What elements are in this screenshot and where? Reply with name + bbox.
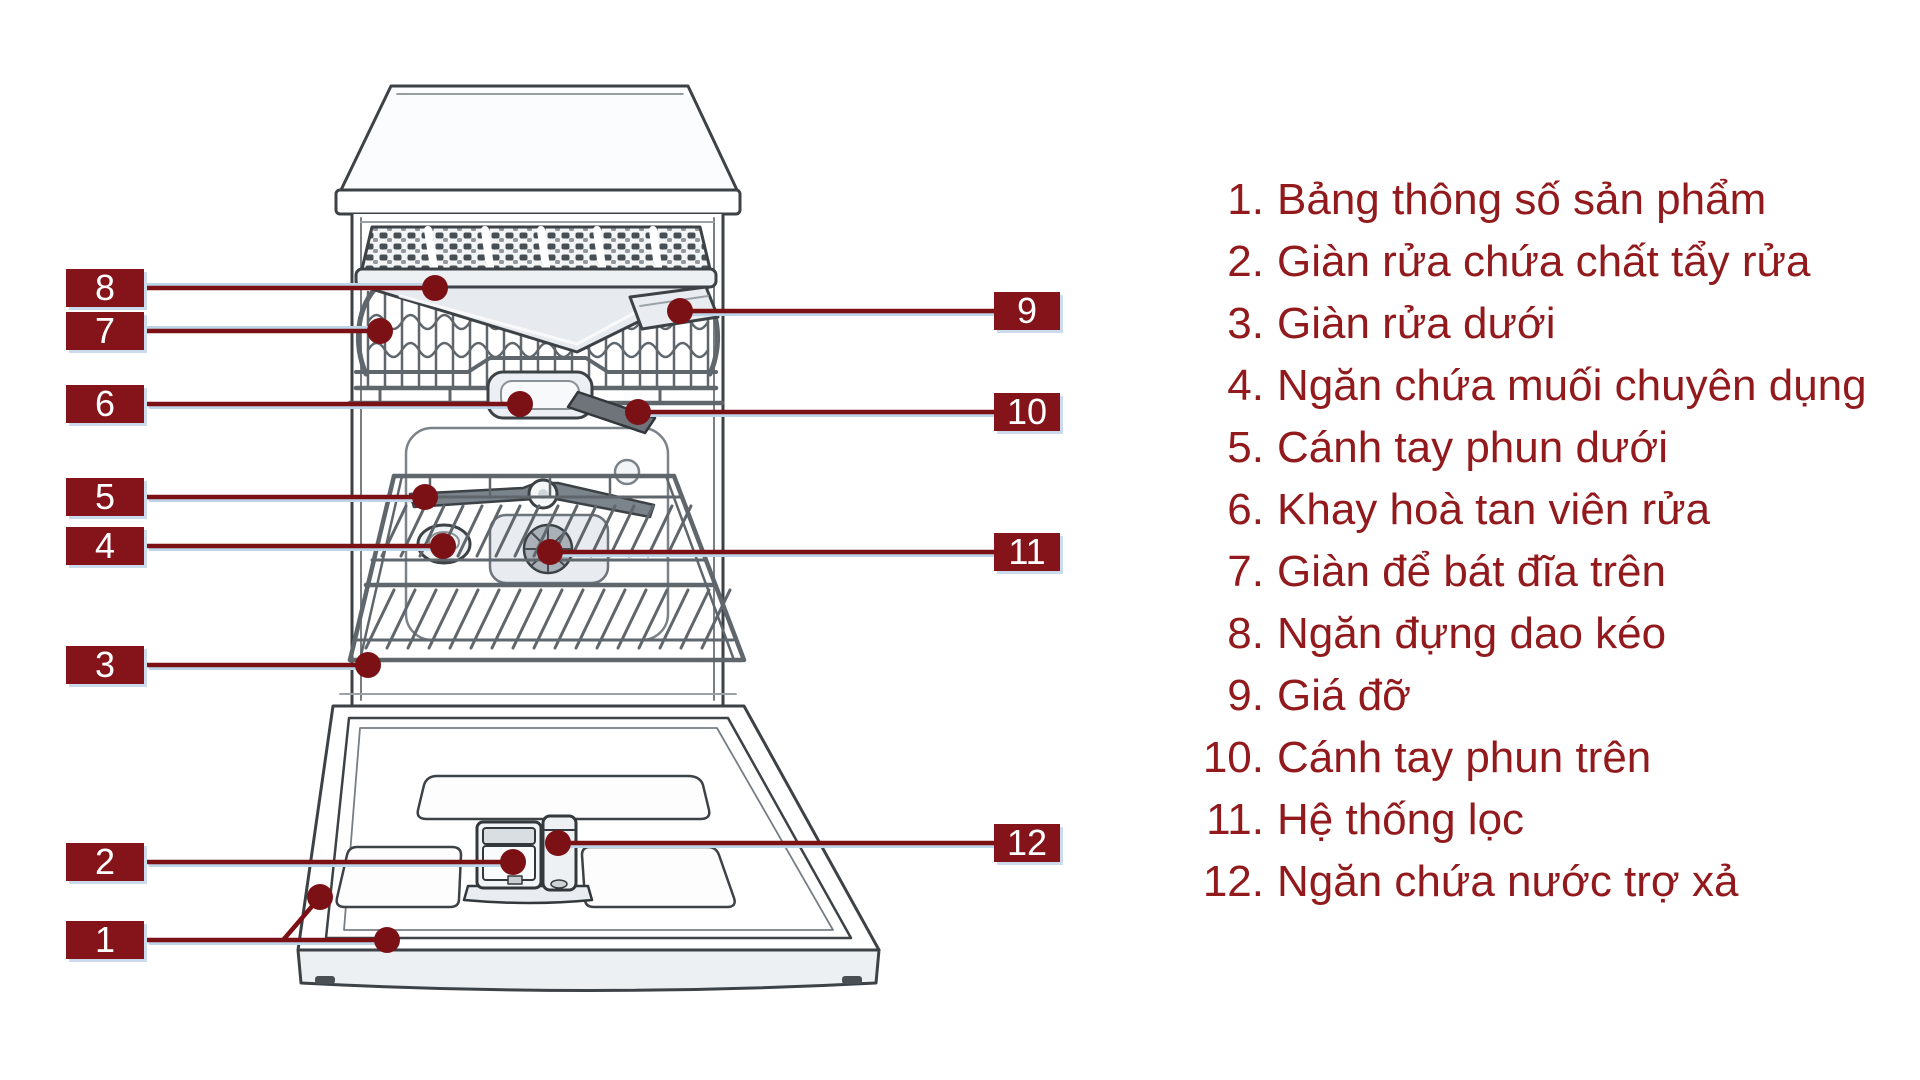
legend-item-number: 6. bbox=[1227, 485, 1264, 534]
legend-item-text: Ngăn đựng dao kéo bbox=[1277, 609, 1667, 658]
legend-item-text: Ngăn chứa nước trợ xả bbox=[1277, 857, 1739, 906]
lower-basket bbox=[347, 473, 747, 663]
legend-item: 2. Giàn rửa chứa chất tẩy rửa bbox=[1152, 231, 1912, 293]
legend-item-number: 12. bbox=[1202, 857, 1264, 906]
legend-item: 12. Ngăn chứa nước trợ xả bbox=[1152, 851, 1912, 913]
dot-1b bbox=[374, 927, 400, 953]
legend-item: 5. Cánh tay phun dưới bbox=[1152, 417, 1912, 479]
legend-item: 8. Ngăn đựng dao kéo bbox=[1152, 603, 1912, 665]
callout-label-12: 12 bbox=[994, 824, 1060, 862]
legend-item-text: Khay hoà tan viên rửa bbox=[1277, 485, 1711, 534]
legend-item-text: Ngăn chứa muối chuyên dụng bbox=[1277, 361, 1867, 410]
callout-label-2: 2 bbox=[66, 843, 144, 881]
cutlery-tray bbox=[354, 225, 718, 289]
dot-9 bbox=[667, 298, 693, 324]
dot-8 bbox=[422, 275, 448, 301]
callout-label-6: 6 bbox=[66, 385, 144, 423]
legend-item: 6. Khay hoà tan viên rửa bbox=[1152, 479, 1912, 541]
callout-label-9: 9 bbox=[994, 292, 1060, 330]
callout-label-7: 7 bbox=[66, 312, 144, 350]
legend-item-text: Giàn rửa chứa chất tẩy rửa bbox=[1277, 237, 1811, 286]
legend-item-number: 1. bbox=[1227, 175, 1264, 224]
callout-label-8: 8 bbox=[66, 269, 144, 307]
legend-item-number: 11. bbox=[1206, 795, 1264, 844]
dot-2 bbox=[500, 849, 526, 875]
legend-item-number: 8. bbox=[1227, 609, 1264, 658]
leader-lines bbox=[141, 275, 997, 953]
callout-label-10: 10 bbox=[994, 393, 1060, 431]
legend-item: 11. Hệ thống lọc bbox=[1152, 789, 1912, 851]
dot-7 bbox=[367, 318, 393, 344]
dot-11 bbox=[537, 539, 563, 565]
open-door bbox=[296, 704, 881, 992]
callout-label-11: 11 bbox=[994, 533, 1060, 571]
dot-1a bbox=[307, 884, 333, 910]
legend-item-number: 10. bbox=[1202, 733, 1264, 782]
legend-item-text: Cánh tay phun trên bbox=[1277, 733, 1652, 782]
callout-label-1: 1 bbox=[66, 921, 144, 959]
dot-5 bbox=[412, 484, 438, 510]
dot-12 bbox=[545, 830, 571, 856]
parts-legend: 1. Bảng thông số sản phẩm 2. Giàn rửa ch… bbox=[1152, 169, 1912, 913]
countertop bbox=[334, 84, 742, 216]
legend-item-number: 2. bbox=[1227, 237, 1264, 286]
legend-item-number: 4. bbox=[1227, 361, 1264, 410]
dot-4 bbox=[430, 533, 456, 559]
legend-item-text: Hệ thống lọc bbox=[1277, 795, 1525, 844]
legend-item-text: Giàn rửa dưới bbox=[1277, 299, 1556, 348]
dot-6 bbox=[507, 391, 533, 417]
legend-item-text: Cánh tay phun dưới bbox=[1277, 423, 1668, 472]
legend-item-number: 7. bbox=[1227, 547, 1264, 596]
legend-item: 7. Giàn để bát đĩa trên bbox=[1152, 541, 1912, 603]
callout-label-4: 4 bbox=[66, 527, 144, 565]
callout-label-5: 5 bbox=[66, 478, 144, 516]
dot-10 bbox=[625, 399, 651, 425]
dot-3 bbox=[355, 652, 381, 678]
legend-item-text: Bảng thông số sản phẩm bbox=[1277, 175, 1767, 224]
callout-label-3: 3 bbox=[66, 646, 144, 684]
legend-item-number: 5. bbox=[1227, 423, 1264, 472]
legend-item-number: 3. bbox=[1227, 299, 1264, 348]
legend-item-text: Giàn để bát đĩa trên bbox=[1277, 547, 1666, 596]
legend-item: 4. Ngăn chứa muối chuyên dụng bbox=[1152, 355, 1912, 417]
legend-item: 9. Giá đỡ bbox=[1152, 665, 1912, 727]
legend-item: 3. Giàn rửa dưới bbox=[1152, 293, 1912, 355]
legend-item: 10. Cánh tay phun trên bbox=[1152, 727, 1912, 789]
legend-item: 1. Bảng thông số sản phẩm bbox=[1152, 169, 1912, 231]
legend-item-number: 9. bbox=[1227, 671, 1264, 720]
legend-item-text: Giá đỡ bbox=[1277, 671, 1412, 720]
dispenser-unit bbox=[462, 814, 594, 905]
